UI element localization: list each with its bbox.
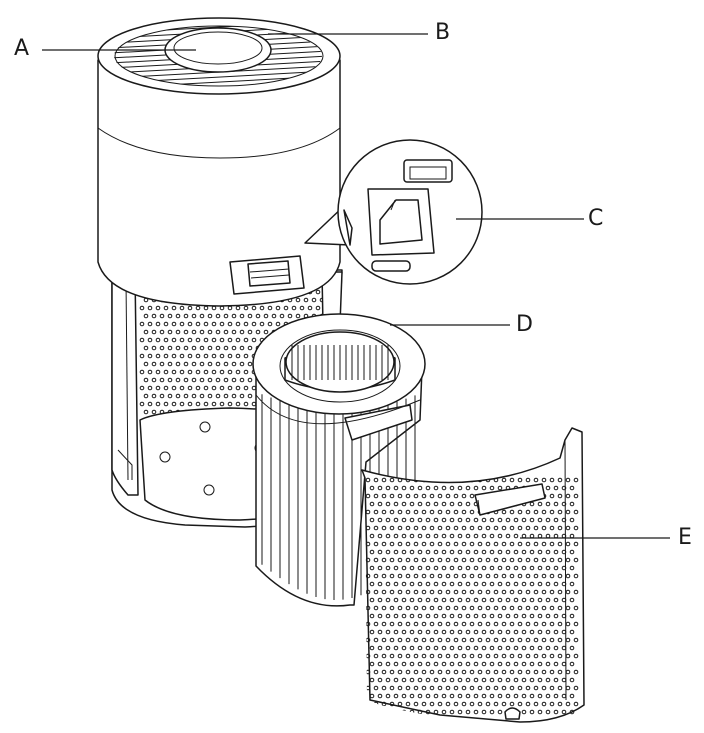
latch-detail-magnifier: [304, 139, 483, 285]
callout-e: E: [678, 525, 692, 550]
hepa-filter: [252, 313, 426, 607]
callout-a: A: [14, 36, 30, 61]
filter-latch: [229, 255, 305, 295]
callout-c: C: [588, 206, 604, 231]
callout-b: B: [435, 20, 451, 45]
callout-d: D: [516, 312, 533, 337]
pre-filter-mesh: [361, 427, 585, 723]
